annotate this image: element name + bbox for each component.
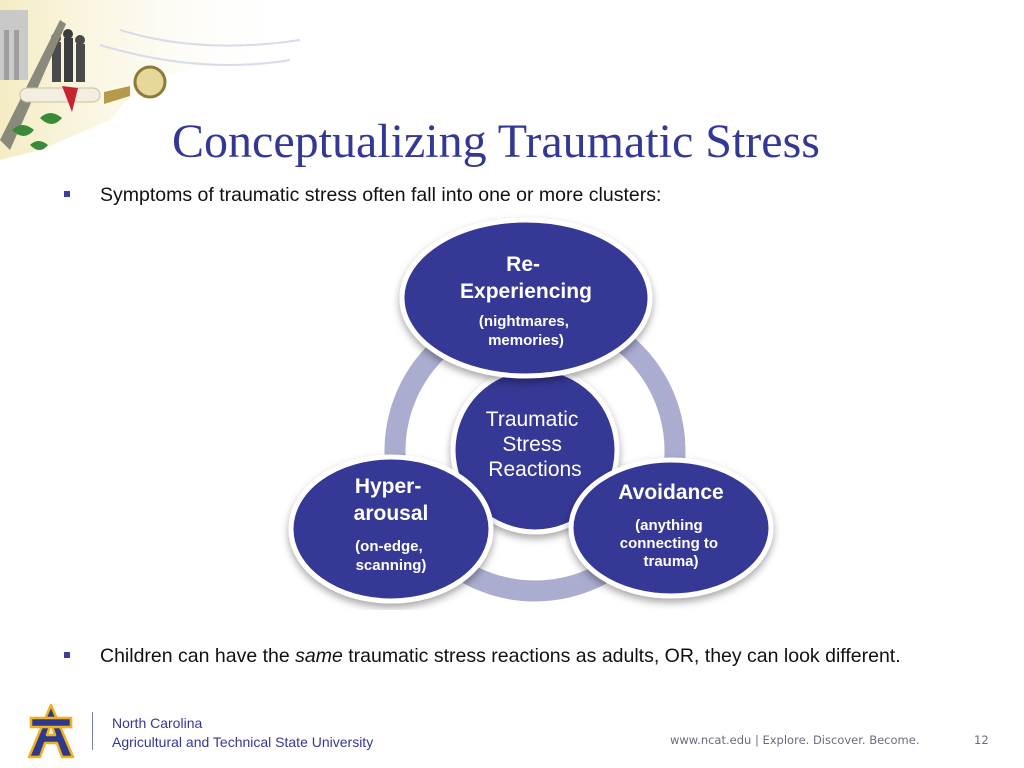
header-collage-image	[0, 0, 301, 160]
node-detail-line: trauma)	[643, 553, 698, 570]
node-re-experiencing: Re- Experiencing (nightmares, memories)	[399, 217, 653, 379]
building-column-shape	[4, 30, 9, 80]
svg-text:Avoidance: Avoidance	[618, 481, 723, 504]
ribbon-icon	[62, 86, 78, 112]
center-label-line: Stress	[502, 433, 562, 456]
bullet-text-part: Children can have the	[100, 645, 296, 667]
center-circle: Traumatic Stress Reactions	[450, 365, 620, 535]
node-avoidance: Avoidance (anything connecting to trauma…	[568, 457, 774, 599]
footer-tagline: www.ncat.edu | Explore. Discover. Become…	[670, 733, 920, 747]
center-label-line: Traumatic	[486, 408, 579, 431]
swoosh-line	[99, 44, 291, 66]
university-name-line: Agricultural and Technical State Univers…	[112, 734, 374, 750]
node-title-line: arousal	[354, 502, 429, 525]
bullet-square-icon	[64, 652, 70, 658]
node-title-line: Experiencing	[460, 280, 592, 303]
node-title-line: Hyper-	[355, 475, 422, 498]
bullet-item: Children can have the same traumatic str…	[64, 641, 954, 671]
footer-divider	[92, 712, 93, 750]
swoosh-line	[119, 29, 301, 47]
node-detail-line: scanning)	[356, 557, 427, 574]
node-title-line: Avoidance	[618, 481, 723, 504]
node-hyper-arousal: Hyper- arousal (on-edge, scanning)	[288, 454, 494, 604]
node-title-line: Re-	[506, 253, 540, 276]
node-detail-line: (on-edge,	[355, 538, 423, 555]
slide-title: Conceptualizing Traumatic Stress	[172, 115, 820, 168]
diploma-scroll-icon	[19, 87, 101, 103]
node-detail-line: connecting to	[620, 535, 718, 552]
quill-pen-icon	[0, 20, 66, 150]
building-column-shape	[14, 30, 19, 80]
bullet-text: Children can have the same traumatic str…	[100, 641, 954, 671]
node-detail-line: (nightmares,	[479, 313, 569, 330]
svg-text:Hyper- arousal: Hyper- arousal	[354, 475, 429, 525]
bullet-text: Symptoms of traumatic stress often fall …	[100, 184, 662, 206]
slide-number: 12	[974, 733, 989, 747]
emphasis-word: same	[295, 645, 343, 667]
svg-text:(on-edge, scanning): (on-edge, scanning)	[355, 538, 427, 574]
node-detail-line: (anything	[635, 517, 703, 534]
svg-text:(nightmares, memories): (nightmares, memories)	[479, 313, 573, 349]
center-label-line: Reactions	[488, 458, 581, 481]
university-name-line: North Carolina	[112, 715, 203, 731]
bullet-item: Symptoms of traumatic stress often fall …	[64, 180, 954, 210]
university-logo-icon	[27, 703, 75, 759]
svg-text:(anything connecting to: (anything connecting to trauma)	[620, 517, 723, 570]
brass-instrument-icon	[133, 65, 167, 99]
bullet-text-part: traumatic stress reactions as adults, OR…	[342, 645, 901, 667]
cycle-diagram: Traumatic Stress Reactions Re- Experienc…	[288, 217, 774, 604]
svg-text:Traumatic Stress R: Traumatic Stress Reactions	[486, 408, 584, 481]
bullet-square-icon	[64, 191, 70, 197]
leaf-icon	[12, 113, 62, 150]
brass-instrument-icon	[104, 86, 130, 104]
svg-text:Re- Experiencing: Re- Experiencing	[460, 253, 592, 303]
node-detail-line: memories)	[488, 332, 564, 349]
